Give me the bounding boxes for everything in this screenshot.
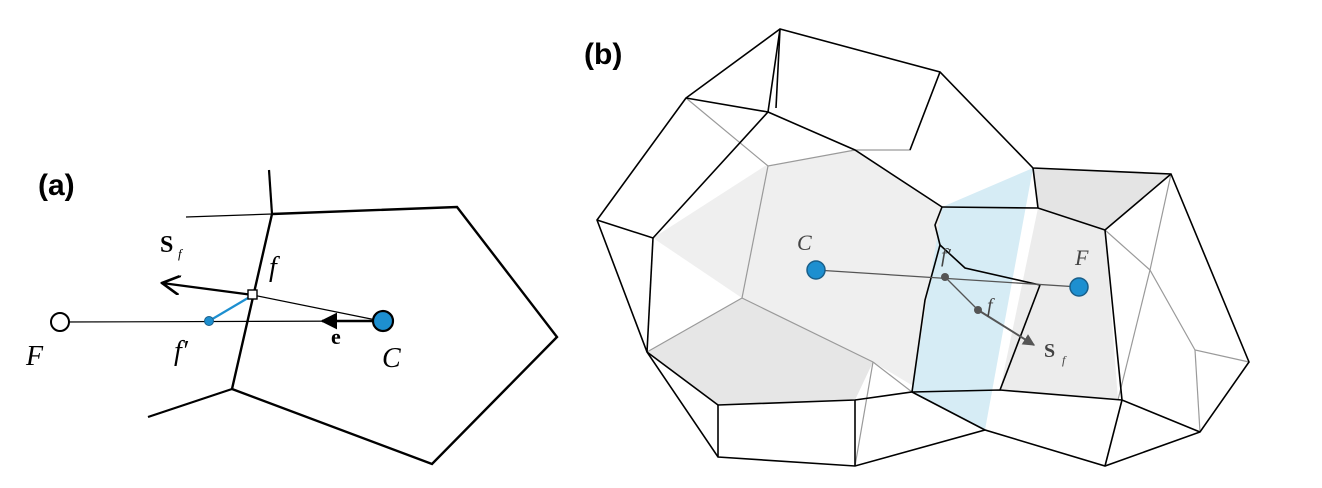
point-f-prime-b <box>941 273 949 281</box>
shared-face-outline <box>911 206 1041 393</box>
label-C: C <box>382 343 401 374</box>
surface-vector-arrow-b <box>977 309 1036 346</box>
cell-c-edges <box>596 28 1250 467</box>
cell-f-top-face <box>1033 168 1171 230</box>
label-e: e <box>331 324 341 349</box>
label-f: f <box>269 252 280 283</box>
cell-edge-bottom-stub <box>147 387 233 419</box>
point-C-b <box>806 260 826 280</box>
cell-f-edges <box>911 167 1201 467</box>
point-F <box>50 312 70 332</box>
point-C <box>371 309 395 333</box>
surface-vector-arrow <box>162 283 254 297</box>
label-S-b: S <box>1044 340 1055 362</box>
correction-segment <box>208 294 254 322</box>
panel-b-label: (b) <box>584 38 622 71</box>
cell-edge-top-stub <box>267 169 274 215</box>
cell-c-bottom-face <box>647 298 873 405</box>
face-to-center-line <box>252 294 382 322</box>
fprime-to-f-line <box>944 276 979 311</box>
point-F-b <box>1069 277 1089 297</box>
point-f-prime <box>204 316 214 326</box>
cell-c-boundary <box>230 205 559 466</box>
panel-b: (b) <box>584 28 1250 467</box>
label-f-b: f <box>987 295 995 317</box>
label-S-subscript: f <box>178 246 184 261</box>
label-S-subscript-b: f <box>1062 353 1067 367</box>
cell-f-back-face <box>1000 208 1118 400</box>
label-f-prime-b: f′ <box>941 245 952 267</box>
label-f-prime: f′ <box>174 336 189 367</box>
label-S: S <box>160 232 173 258</box>
label-F: F <box>25 341 44 372</box>
label-F-b: F <box>1074 245 1089 270</box>
cell-c-back-face <box>653 150 942 390</box>
panel-a-label: (a) <box>38 169 75 202</box>
label-C-b: C <box>797 230 812 255</box>
point-f <box>247 289 258 300</box>
point-f-b <box>974 306 982 314</box>
neighbor-cell-edge-top <box>185 213 273 218</box>
panel-a: (a) S f f f′ F C e <box>25 169 559 466</box>
shared-face <box>912 168 1033 430</box>
